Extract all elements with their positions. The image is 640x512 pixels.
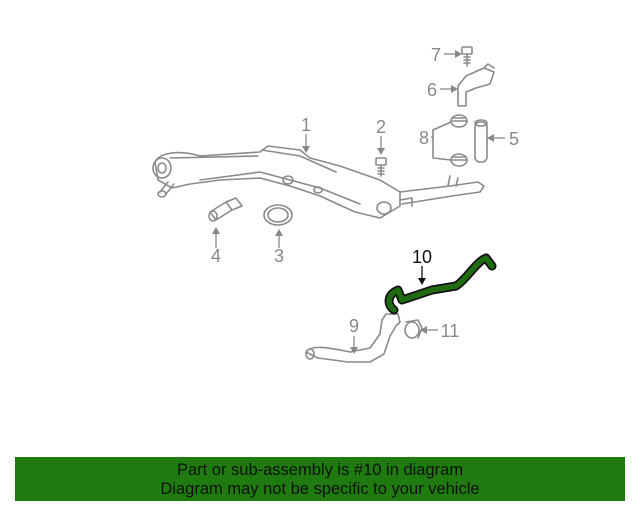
banner-line-disclaimer: Diagram may not be specific to your vehi… <box>160 480 480 498</box>
parts-diagram: 1 2 3 4 5 6 7 8 9 10 11 <box>152 45 519 363</box>
hose-part-10-highlighted <box>384 253 497 315</box>
bolt-part-7 <box>461 46 473 67</box>
callout-8: 8 <box>419 128 429 148</box>
bolt-part-2 <box>375 157 387 177</box>
callout-2: 2 <box>376 117 386 137</box>
callout-1: 1 <box>301 115 311 135</box>
clamps-part-8 <box>432 114 468 167</box>
callout-9: 9 <box>349 316 359 336</box>
hose-part-9 <box>305 313 401 363</box>
o-ring-part-3 <box>263 204 293 226</box>
callout-7: 7 <box>431 45 441 65</box>
part-info-banner: Part or sub-assembly is #10 in diagram D… <box>15 457 625 501</box>
hose-part-5 <box>474 119 488 163</box>
temperature-sensor-part-4 <box>208 197 243 222</box>
callout-3: 3 <box>274 246 284 266</box>
callout-11: 11 <box>441 321 460 341</box>
clamp-part-11 <box>404 319 423 339</box>
callout-10: 10 <box>412 247 432 267</box>
callout-4: 4 <box>211 246 221 266</box>
water-pipe-assembly <box>152 145 485 219</box>
callout-5: 5 <box>509 129 519 149</box>
callout-6: 6 <box>427 80 437 100</box>
pipe-part-6 <box>457 63 495 107</box>
banner-line-part-number: Part or sub-assembly is #10 in diagram <box>176 461 464 479</box>
